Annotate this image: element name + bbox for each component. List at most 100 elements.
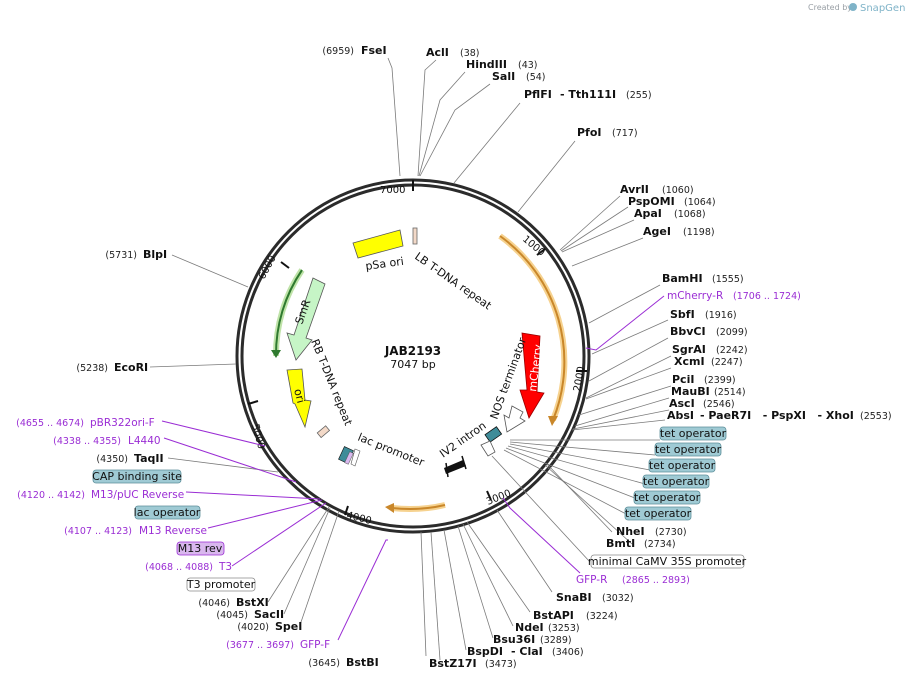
cap-binding-site-box[interactable]: CAP binding site — [92, 469, 182, 484]
enzyme-pos: (1198) — [683, 227, 715, 238]
enzyme-bmti[interactable]: BmtI (2734) — [606, 537, 676, 550]
primer-t3[interactable]: (4068 .. 4088) T3 — [145, 561, 232, 573]
enzyme-avrii[interactable]: AvrII (1060) — [620, 183, 694, 196]
primer-mcherry-r[interactable]: mCherry-R (1706 .. 1724) — [667, 290, 801, 302]
lb-repeat-label: LB T-DNA repeat — [412, 250, 494, 313]
enzyme-bbvci[interactable]: BbvCI (2099) — [670, 325, 748, 338]
enzyme-pos: (2099) — [716, 327, 748, 338]
enzyme-bamhi[interactable]: BamHI (1555) — [662, 272, 744, 285]
enzyme-ndei[interactable]: NdeI (3253) — [515, 621, 580, 634]
iv2-intron-label: IV2 intron — [437, 419, 488, 460]
primer-name: mCherry-R — [667, 290, 723, 302]
primer-range: (4655 .. 4674) — [16, 418, 84, 429]
tet-operator-box-1[interactable]: tet operator — [659, 426, 727, 441]
tet-operator-box-2[interactable]: tet operator — [654, 442, 722, 457]
enzyme-name: HindIII — [466, 58, 507, 71]
smr-feature — [286, 277, 326, 361]
primer-name: GFP-F — [300, 639, 330, 651]
enzyme-blpi[interactable]: (5731) BlpI — [105, 248, 167, 261]
enzyme-bstbi[interactable]: (3645) BstBI — [308, 656, 378, 669]
enzyme-sbfi[interactable]: SbfI (1916) — [670, 308, 737, 321]
enzyme-bstz17i[interactable]: BstZ17I (3473) — [429, 657, 517, 670]
primer-m13-reverse[interactable]: (4107 .. 4123) M13 Reverse — [64, 525, 207, 537]
enzyme-pos: (4046) — [198, 598, 230, 609]
lac-operator-box[interactable]: lac operator — [134, 505, 201, 520]
enzyme-bstapi[interactable]: BstAPI (3224) — [533, 609, 618, 622]
enzyme-fsei[interactable]: (6959) FseI — [322, 44, 386, 57]
green-arc — [274, 269, 303, 357]
enzyme-pspomi[interactable]: PspOMI (1064) — [628, 195, 716, 208]
primer-pbr322ori-f[interactable]: (4655 .. 4674) pBR322ori-F — [16, 417, 155, 429]
ori-label: ori — [291, 387, 307, 404]
lac-promoter-label: lac promoter — [356, 431, 427, 470]
enzyme-pflfi[interactable]: PflFI - Tth111I (255) — [524, 88, 652, 101]
cap-binding-site-label: CAP binding site — [92, 470, 182, 483]
tet-operator-label: tet operator — [625, 507, 692, 520]
m13-rev-box[interactable]: M13 rev — [176, 541, 225, 556]
min-camv-promoter-box[interactable]: minimal CaMV 35S promoter — [588, 554, 747, 569]
enzyme-taqii[interactable]: (4350) TaqII — [96, 452, 163, 465]
primer-range: (4068 .. 4088) — [145, 562, 213, 573]
enzyme-nhei[interactable]: NheI (2730) — [616, 525, 687, 538]
primer-gfp-f[interactable]: (3677 .. 3697) GFP-F — [226, 639, 330, 651]
enzyme-bstxi[interactable]: (4046) BstXI — [198, 596, 268, 609]
enzyme-xcmi[interactable]: XcmI (2247) — [674, 355, 743, 368]
enzyme-extra: - Tth111I — [560, 88, 616, 101]
tet-operator-box-5[interactable]: tet operator — [633, 490, 701, 505]
tick-5000: 5000 — [249, 423, 266, 450]
enzyme-name: PciI — [672, 373, 694, 386]
enzyme-bspdi[interactable]: BspDI - ClaI (3406) — [467, 645, 584, 658]
enzyme-name: AscI — [669, 397, 695, 410]
enzyme-hindiii[interactable]: HindIII (43) — [466, 58, 538, 71]
enzyme-name: ApaI — [634, 207, 662, 220]
iv2-intron-end-left — [445, 462, 449, 478]
enzyme-name: SpeI — [275, 620, 302, 633]
psa-ori-label: pSa ori — [365, 255, 405, 273]
enzyme-sgrai[interactable]: SgrAI (2242) — [672, 343, 748, 356]
enzyme-ecori[interactable]: (5238) EcoRI — [76, 361, 148, 374]
tet-operator-box-6[interactable]: tet operator — [624, 506, 692, 521]
enzyme-pos: (2514) — [714, 387, 746, 398]
enzyme-name: BstAPI — [533, 609, 574, 622]
enzyme-name: BamHI — [662, 272, 703, 285]
tet-operator-label: tet operator — [660, 427, 727, 440]
primer-range: (3677 .. 3697) — [226, 640, 294, 651]
orange-arc-bottom — [391, 504, 446, 511]
enzyme-sali[interactable]: SalI (54) — [492, 70, 546, 83]
plasmid-name: JAB2193 — [384, 344, 441, 358]
enzyme-name: BlpI — [143, 248, 167, 261]
t3-promoter-box[interactable]: T3 promoter — [186, 577, 256, 592]
enzyme-pos: (43) — [518, 60, 538, 71]
enzyme-maubi[interactable]: MauBI (2514) — [671, 385, 746, 398]
tet-operator-box-4[interactable]: tet operator — [642, 474, 710, 489]
enzyme-name: AclI — [426, 46, 449, 59]
enzyme-name: BstXI — [236, 596, 269, 609]
enzyme-name: NdeI — [515, 621, 544, 634]
enzyme-pos: (2734) — [644, 539, 676, 550]
enzyme-pos: (3253) — [548, 623, 580, 634]
enzyme-name: BmtI — [606, 537, 635, 550]
enzyme-bsu36i[interactable]: Bsu36I (3289) — [493, 633, 572, 646]
enzyme-pcii[interactable]: PciI (2399) — [672, 373, 736, 386]
enzyme-acli[interactable]: AclI (38) — [426, 46, 480, 59]
psa-ori-feature — [352, 229, 404, 259]
enzyme-pfoi[interactable]: PfoI (717) — [577, 126, 638, 139]
enzyme-pos: (38) — [460, 48, 480, 59]
enzyme-name: PspOMI — [628, 195, 675, 208]
tet-operator-label: tet operator — [655, 443, 722, 456]
enzyme-spei[interactable]: (4020) SpeI — [237, 620, 302, 633]
snapgene-logo-icon — [849, 3, 857, 11]
enzyme-apai[interactable]: ApaI (1068) — [634, 207, 706, 220]
enzyme-agei[interactable]: AgeI (1198) — [643, 225, 715, 238]
enzyme-absi[interactable]: AbsI - PaeR7I - PspXI - XhoI (2553) — [667, 409, 892, 422]
enzyme-sacii[interactable]: (4045) SacII — [216, 608, 284, 621]
enzyme-snabi[interactable]: SnaBI (3032) — [556, 591, 634, 604]
lac-operator-label: lac operator — [134, 506, 201, 519]
enzyme-pos: (3645) — [308, 658, 340, 669]
primer-m13-puc-reverse[interactable]: (4120 .. 4142) M13/pUC Reverse — [17, 489, 184, 501]
enzyme-asci[interactable]: AscI (2546) — [669, 397, 735, 410]
tet-operator-box-3[interactable]: tet operator — [648, 458, 716, 473]
primer-l4440[interactable]: (4338 .. 4355) L4440 — [53, 435, 160, 447]
enzyme-pos: (4350) — [96, 454, 128, 465]
primer-gfp-r[interactable]: GFP-R (2865 .. 2893) — [576, 574, 690, 586]
